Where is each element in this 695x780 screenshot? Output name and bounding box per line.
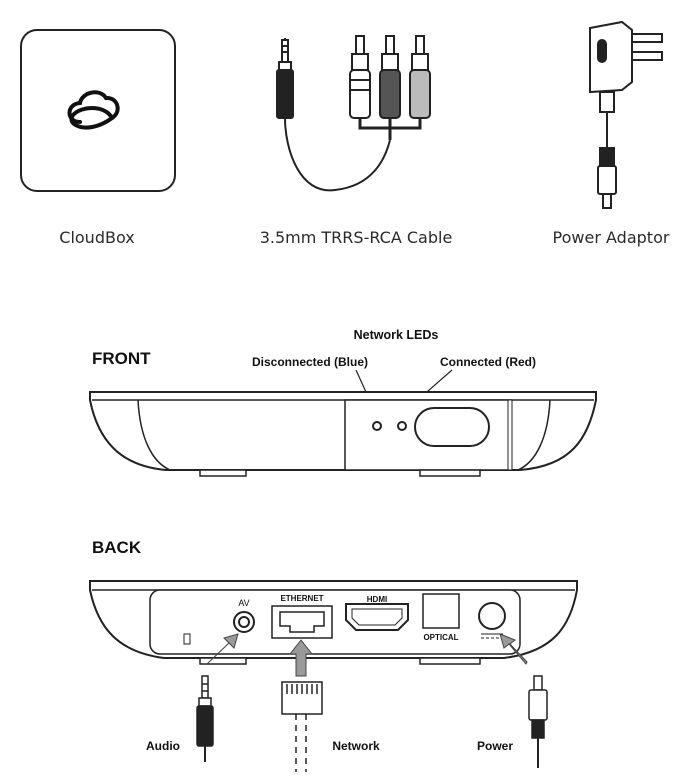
led-connected-label: Connected (Red) <box>440 355 536 369</box>
power-adaptor-illustration <box>589 20 663 209</box>
adaptor-caption: Power Adaptor <box>553 228 670 247</box>
power-label: Power <box>477 739 513 753</box>
led-blue-indicator <box>372 421 382 431</box>
optical-port-label: OPTICAL <box>423 633 458 642</box>
network-arrow-icon <box>288 639 314 677</box>
cloud-logo-icon <box>67 90 120 130</box>
network-plug-illustration <box>281 681 323 772</box>
connection-arrows <box>206 633 528 677</box>
cable-caption: 3.5mm TRRS-RCA Cable <box>260 228 453 247</box>
network-label: Network <box>332 739 380 753</box>
av-port-label: AV <box>238 598 249 608</box>
power-arrow-icon <box>499 633 528 665</box>
front-device-illustration <box>89 391 597 477</box>
led-disconnected-label: Disconnected (Blue) <box>252 355 368 369</box>
audio-plug-illustration <box>196 675 214 762</box>
optical-port <box>422 593 460 629</box>
ethernet-port-label: ETHERNET <box>280 594 323 603</box>
trrs-rca-cable-illustration <box>276 35 431 192</box>
power-plug-illustration <box>528 675 548 768</box>
cloudbox-caption: CloudBox <box>59 228 134 247</box>
back-device-illustration <box>89 580 578 665</box>
network-leds-title: Network LEDs <box>354 328 439 342</box>
audio-arrow-icon <box>206 633 239 665</box>
led-red-indicator <box>397 421 407 431</box>
power-port <box>478 602 506 630</box>
front-heading: FRONT <box>92 349 151 368</box>
audio-label: Audio <box>146 739 180 753</box>
cloudbox-device-illustration <box>20 29 176 192</box>
hdmi-port-label: HDMI <box>367 595 387 604</box>
back-heading: BACK <box>92 538 142 557</box>
